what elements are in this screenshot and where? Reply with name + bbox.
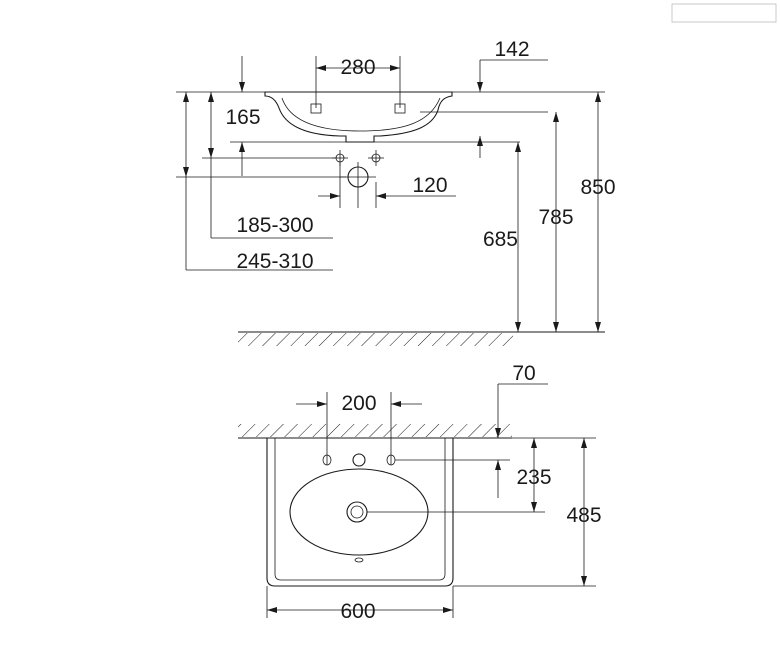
logo-mark bbox=[671, 3, 777, 23]
dim-235-label: 235 bbox=[516, 466, 551, 489]
dim-685: 685 bbox=[483, 142, 521, 332]
top-view: 200 70 235 485 bbox=[238, 362, 602, 623]
basin-side-profile bbox=[264, 91, 453, 143]
dim-785: 785 bbox=[538, 112, 574, 332]
overflow-icon bbox=[354, 557, 364, 563]
dim-600: 600 bbox=[266, 586, 454, 623]
dim-165-label: 165 bbox=[225, 106, 260, 129]
floor-hatch bbox=[238, 333, 513, 346]
dim-685-label: 685 bbox=[483, 228, 518, 251]
dim-70-label: 70 bbox=[512, 362, 535, 385]
dim-165: 165 bbox=[176, 56, 605, 176]
basin-top-outline bbox=[266, 438, 454, 587]
dim-280-label: 280 bbox=[340, 56, 375, 79]
dim-185-300-label: 185-300 bbox=[236, 214, 313, 237]
dim-200: 200 bbox=[296, 392, 422, 465]
tap-hole-center-icon bbox=[352, 453, 366, 467]
drain-icon bbox=[346, 501, 368, 523]
dim-850: 850 bbox=[580, 92, 616, 332]
side-view: 280 142 165 bbox=[176, 38, 616, 346]
wall-hatch bbox=[238, 424, 512, 437]
dim-142: 142 bbox=[420, 38, 548, 158]
dim-235: 235 bbox=[367, 437, 596, 513]
dim-142-label: 142 bbox=[494, 38, 529, 61]
dim-245-310-label: 245-310 bbox=[236, 250, 313, 273]
dim-600-label: 600 bbox=[340, 600, 375, 623]
dim-280: 280 bbox=[315, 56, 401, 108]
dim-185-300: 185-300 bbox=[202, 92, 336, 239]
dim-245-310: 245-310 bbox=[176, 92, 346, 273]
dim-485: 485 bbox=[453, 438, 602, 587]
dim-120: 120 bbox=[318, 162, 456, 208]
dim-200-label: 200 bbox=[341, 392, 376, 415]
dim-485-label: 485 bbox=[566, 504, 601, 527]
dim-850-label: 850 bbox=[580, 176, 615, 199]
dim-120-label: 120 bbox=[412, 174, 447, 197]
dim-70: 70 bbox=[395, 362, 548, 498]
dim-785-label: 785 bbox=[538, 206, 573, 229]
